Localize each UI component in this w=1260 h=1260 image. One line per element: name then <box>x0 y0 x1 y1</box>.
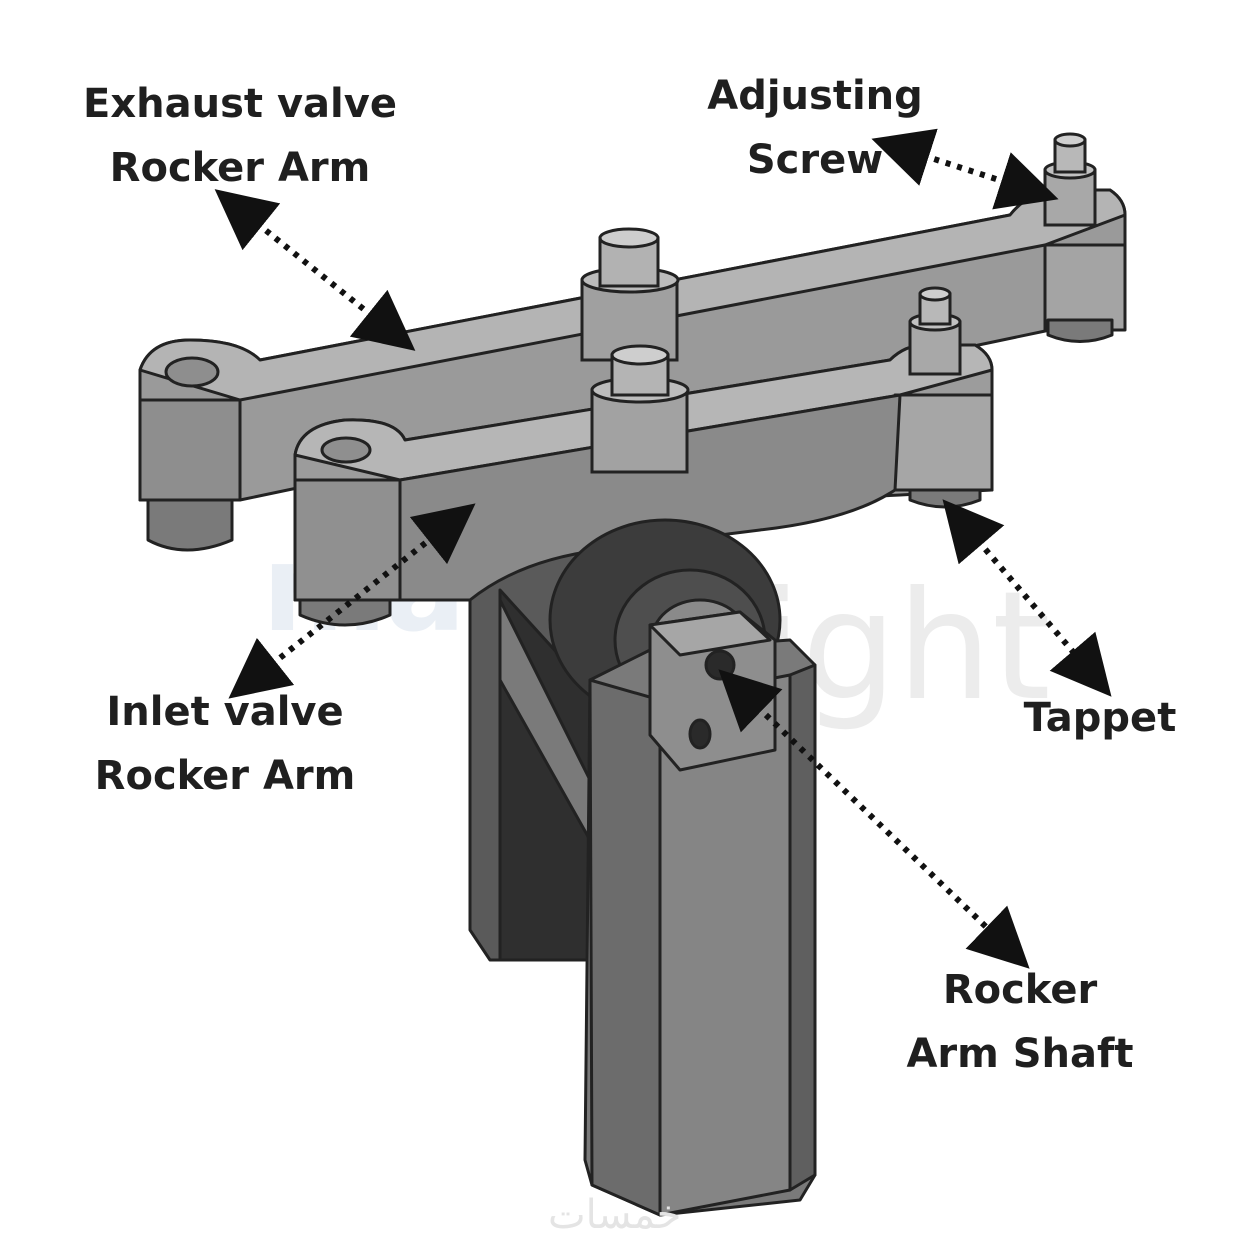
label-exhaust-line1: Exhaust valve <box>83 81 397 127</box>
adjusting-screw-exhaust <box>1043 132 1097 227</box>
label-tappet: Tappet <box>1000 686 1200 750</box>
callout-arrows <box>214 128 1112 969</box>
arrow-rocker-arm-shaft <box>718 669 1030 969</box>
rocker-arm-shaft <box>548 518 817 1217</box>
label-rocker-arm-shaft: Rocker Arm Shaft <box>880 958 1160 1086</box>
label-shaft-line2: Arm Shaft <box>906 1031 1134 1077</box>
label-adjusting-line2: Screw <box>746 137 884 183</box>
label-adjusting-line1: Adjusting <box>707 73 923 119</box>
exhaust-arm-boss <box>580 227 680 362</box>
arrow-tappet <box>942 499 1112 697</box>
label-exhaust-line2: Rocker Arm <box>109 145 371 191</box>
inlet-arm-boss <box>590 344 690 474</box>
adjusting-screw-inlet <box>908 286 962 376</box>
label-shaft-line1: Rocker <box>942 967 1098 1013</box>
arrow-exhaust-rocker-arm <box>214 189 416 351</box>
label-adjusting-screw: Adjusting Screw <box>680 64 950 192</box>
label-inlet-line1: Inlet valve <box>106 689 344 735</box>
label-inlet-line2: Rocker Arm <box>94 753 356 799</box>
label-exhaust-valve-rocker-arm: Exhaust valve Rocker Arm <box>60 72 420 200</box>
label-tappet-text: Tappet <box>1023 695 1177 741</box>
label-inlet-valve-rocker-arm: Inlet valve Rocker Arm <box>70 680 380 808</box>
